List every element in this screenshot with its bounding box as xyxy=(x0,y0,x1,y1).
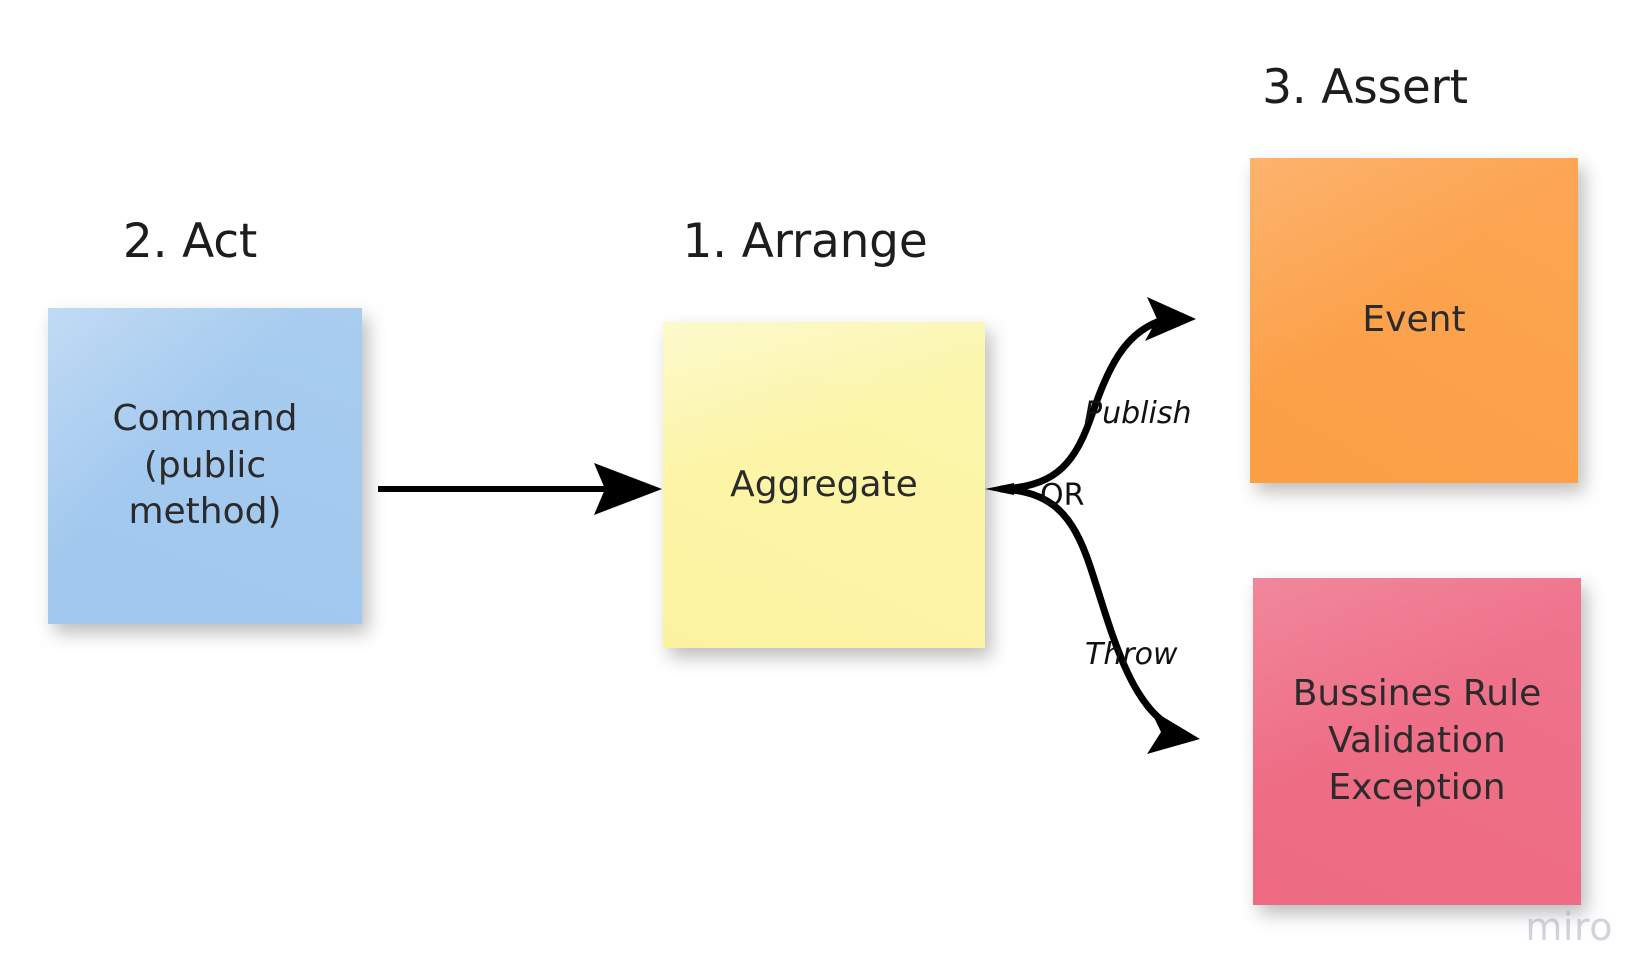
edge-label-publish: Publish xyxy=(1084,396,1192,431)
sticky-note-event-label: Event xyxy=(1362,299,1466,341)
sticky-note-aggregate-label: Aggregate xyxy=(730,463,918,505)
arrow-throw-to-exception xyxy=(998,485,1200,754)
edge-label-or: OR xyxy=(1040,478,1085,513)
arrow-publish-to-event xyxy=(998,297,1196,493)
sticky-note-event[interactable]: Event xyxy=(1250,158,1578,483)
sticky-note-exception[interactable]: Bussines Rule Validation Exception xyxy=(1253,578,1581,905)
miro-watermark: miro xyxy=(1525,905,1613,949)
sticky-note-command[interactable]: Command (public method) xyxy=(48,308,362,624)
section-title-arrange: 1. Arrange xyxy=(682,214,928,269)
sticky-note-exception-label: Bussines Rule Validation Exception xyxy=(1292,673,1542,808)
arrow-branch-junction xyxy=(985,483,1014,495)
edge-label-throw: Throw xyxy=(1085,637,1178,672)
sticky-note-command-label: Command (public method) xyxy=(112,397,298,533)
section-title-act: 2. Act xyxy=(122,214,258,269)
sticky-note-aggregate[interactable]: Aggregate xyxy=(663,322,985,648)
arrow-command-to-aggregate xyxy=(378,463,662,515)
section-title-assert: 3. Assert xyxy=(1262,60,1468,115)
